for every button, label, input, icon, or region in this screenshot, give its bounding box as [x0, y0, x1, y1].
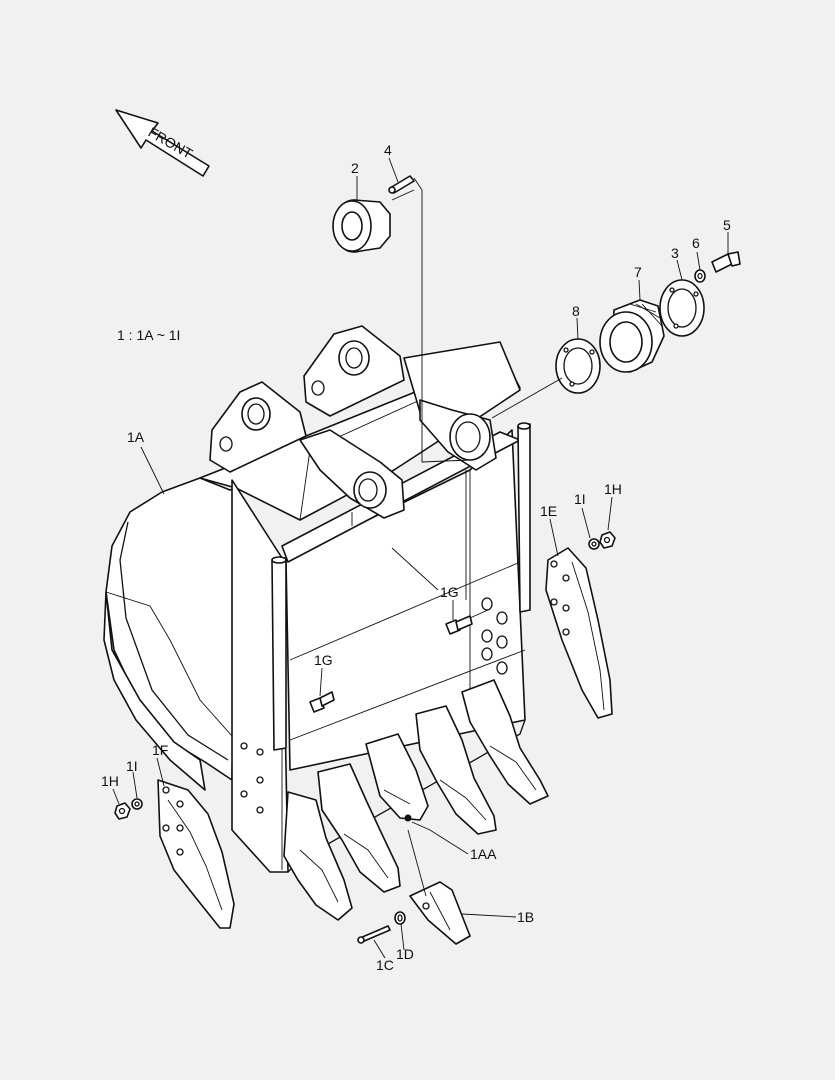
callout-1B: 1B	[517, 909, 534, 925]
front-arrow: FRONT	[115, 109, 210, 177]
pin-1C	[357, 925, 391, 944]
side-cutter-1E	[545, 547, 613, 719]
callout-2: 2	[351, 160, 359, 176]
callout-1H-left: 1H	[101, 773, 119, 789]
callout-1E: 1E	[540, 503, 557, 519]
pin-4	[388, 175, 415, 194]
teeth-row	[283, 679, 549, 945]
callout-1D: 1D	[396, 946, 414, 962]
shim-8	[555, 338, 601, 394]
callout-1H-right: 1H	[604, 481, 622, 497]
tooth-1	[283, 791, 353, 921]
callout-7: 7	[634, 264, 642, 280]
callout-8: 8	[572, 303, 580, 319]
callout-4: 4	[384, 142, 392, 158]
callout-6: 6	[692, 235, 700, 251]
callout-1G-left: 1G	[314, 652, 333, 668]
mounting-brackets	[209, 325, 497, 519]
tooth-point-1B	[409, 881, 471, 945]
washer-1I-left	[131, 798, 143, 810]
bolt-1G-left	[309, 691, 335, 713]
bolt-5	[711, 251, 741, 273]
bolt-1G-mid	[445, 609, 489, 635]
callout-5: 5	[723, 217, 731, 233]
bushing-2	[332, 199, 391, 253]
callout-1G-mid: 1G	[440, 584, 459, 600]
bucket-body	[103, 341, 531, 873]
lock-washer-1D	[394, 911, 406, 925]
callout-1C: 1C	[376, 957, 394, 973]
callout-1AA: 1AA	[470, 846, 497, 862]
legend-text: 1 : 1A ~ 1I	[117, 327, 180, 343]
tooth-3	[365, 733, 429, 821]
tooth-4	[415, 705, 497, 835]
shim-3	[659, 279, 705, 337]
side-cutter-1F	[157, 779, 235, 929]
tooth-5	[461, 679, 549, 805]
callout-1F: 1F	[152, 742, 168, 758]
callout-3: 3	[671, 245, 679, 261]
callout-labels: 2 4 3 6 5 7 8 1A 1E 1I 1H 1G 1G 1F 1H 1I…	[101, 142, 731, 973]
washer-6	[694, 269, 706, 283]
callout-1I-right: 1I	[574, 491, 586, 507]
nut-1H-right	[599, 531, 616, 549]
callout-1I-left: 1I	[126, 758, 138, 774]
callout-1A: 1A	[127, 429, 145, 445]
washer-1I-right	[588, 538, 600, 550]
nut-1H-left	[114, 802, 131, 820]
tooth-2	[317, 763, 401, 893]
bushing-7	[599, 299, 665, 373]
leader-lines	[112, 157, 729, 959]
